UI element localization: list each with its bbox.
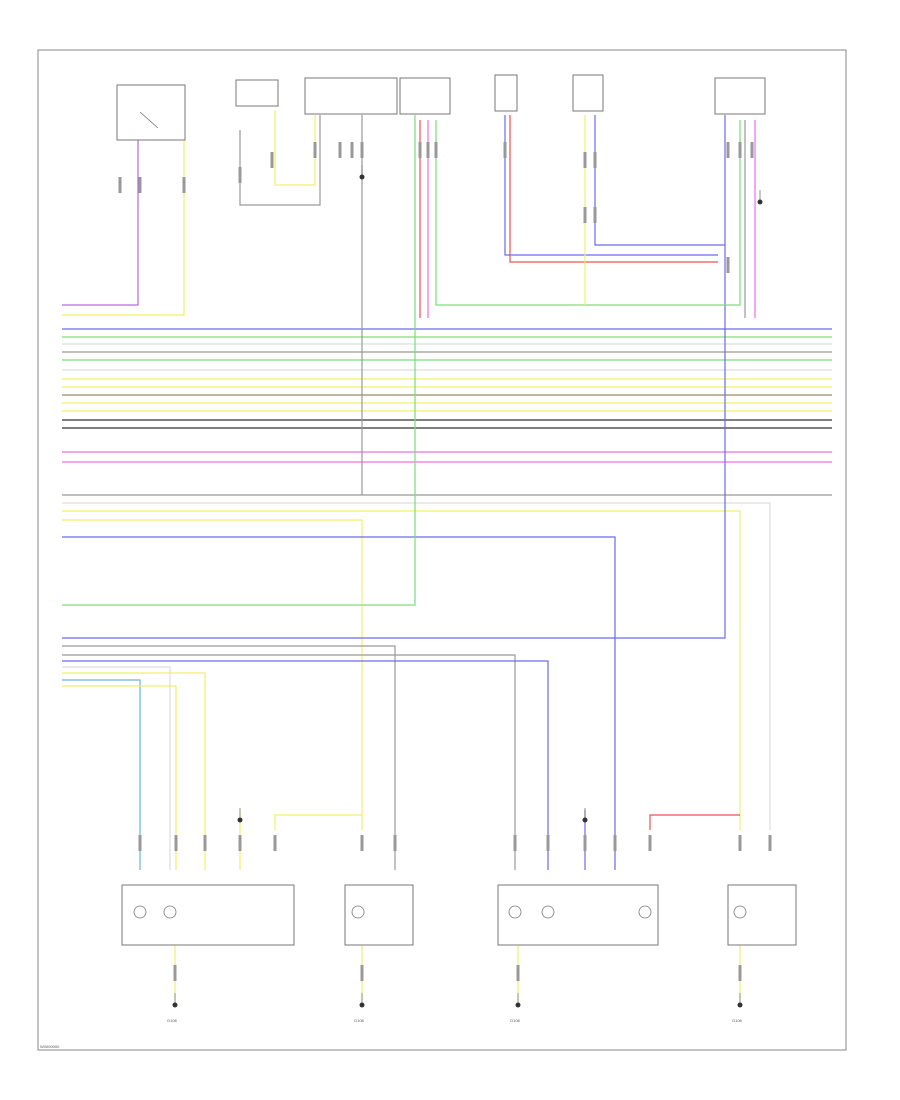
connector-pin: [138, 835, 142, 851]
connector-pin: [360, 142, 364, 158]
connector-pin: [360, 965, 364, 981]
harness-bus-wire: [62, 115, 416, 606]
connector-pin: [583, 207, 587, 223]
connector-pin: [513, 835, 517, 851]
connector-pin: [434, 142, 438, 158]
connector-pin: [173, 965, 177, 981]
lead-wire: [649, 814, 740, 830]
lamp-assembly: [497, 884, 659, 946]
bulb-symbol: [163, 905, 177, 919]
connector-pin: [313, 142, 317, 158]
page-footer: W0000000: [40, 1044, 60, 1049]
connector-pin: [138, 177, 142, 193]
connector-pin: [613, 835, 617, 851]
ground-symbol: [172, 1002, 178, 1008]
bulb-symbol: [733, 905, 747, 919]
connector-pin: [203, 835, 207, 851]
ground-label: G108: [732, 1018, 743, 1023]
connector-pin: [503, 142, 507, 158]
connector-pin: [593, 207, 597, 223]
bulb-symbol: [638, 905, 652, 919]
component-layer: G108 G108 G108 G108: [116, 74, 797, 1023]
distribution-wire: [62, 660, 549, 870]
harness-bus-wire: [62, 502, 771, 830]
distribution-wire: [62, 115, 726, 639]
feed-wire: [504, 115, 718, 256]
connector-pin: [350, 142, 354, 158]
control-module: [494, 74, 518, 112]
ground-symbol: [757, 199, 763, 205]
lamp-assembly: [344, 884, 414, 946]
distribution-wire: [62, 685, 177, 870]
connector-pin: [174, 835, 178, 851]
ground-label: G108: [354, 1018, 365, 1023]
feed-wire: [509, 115, 718, 263]
bulb-symbol: [508, 905, 522, 919]
harness-bus-wire: [62, 519, 363, 830]
connector-pin: [583, 152, 587, 168]
feed-wire: [239, 115, 321, 206]
lead-wire: [274, 814, 362, 830]
switch-contact: [139, 111, 159, 129]
connector-pin: [583, 835, 587, 851]
feed-wire: [435, 120, 741, 306]
bulb-symbol: [133, 905, 147, 919]
control-module: [304, 77, 398, 115]
control-module: [235, 79, 279, 107]
diagram-border: [37, 49, 847, 1051]
connector-pin: [270, 152, 274, 168]
bulb-symbol: [351, 905, 365, 919]
connector-pin: [418, 142, 422, 158]
harness-bus-wire: [62, 536, 616, 870]
connector-pin: [118, 177, 122, 193]
bulb-symbol: [541, 905, 555, 919]
distribution-wire: [62, 672, 206, 870]
connector-pin: [726, 257, 730, 273]
connector-pin: [546, 835, 550, 851]
connector-pin: [338, 142, 342, 158]
connector-pin: [648, 835, 652, 851]
connector-pin: [726, 142, 730, 158]
connector-pin: [182, 177, 186, 193]
ground-symbol: [582, 817, 588, 823]
control-module: [116, 84, 186, 141]
control-module: [572, 74, 604, 112]
connector-pin: [750, 142, 754, 158]
feed-wire: [594, 115, 725, 246]
control-module: [714, 77, 766, 115]
ground-symbol: [737, 1002, 743, 1008]
control-module: [399, 77, 451, 115]
distribution-wire: [62, 666, 171, 870]
connector-pin: [273, 835, 277, 851]
lamp-assembly: [727, 884, 797, 946]
ground-symbol: [515, 1002, 521, 1008]
lamp-assembly: [121, 884, 295, 946]
ground-symbol: [237, 817, 243, 823]
connector-pin: [393, 835, 397, 851]
connector-pin: [238, 835, 242, 851]
connector-pin: [738, 835, 742, 851]
ground-symbol: [359, 174, 365, 180]
connector-pin: [426, 142, 430, 158]
connector-pin: [593, 152, 597, 168]
distribution-wire: [62, 654, 516, 870]
connector-pin: [738, 965, 742, 981]
connector-pin: [738, 142, 742, 158]
distribution-wire: [62, 679, 141, 870]
wire-layer: [62, 110, 832, 1000]
ground-symbol: [359, 1002, 365, 1008]
feed-wire: [62, 140, 139, 306]
harness-bus-wire: [62, 510, 741, 830]
distribution-wire: [62, 645, 396, 870]
ground-label: G108: [167, 1018, 178, 1023]
feed-wire: [274, 110, 316, 186]
connector-pin: [360, 835, 364, 851]
connector-pin: [238, 167, 242, 183]
feed-wire: [62, 140, 185, 316]
connector-pin: [516, 965, 520, 981]
connector-pin: [768, 835, 772, 851]
ground-label: G108: [510, 1018, 521, 1023]
